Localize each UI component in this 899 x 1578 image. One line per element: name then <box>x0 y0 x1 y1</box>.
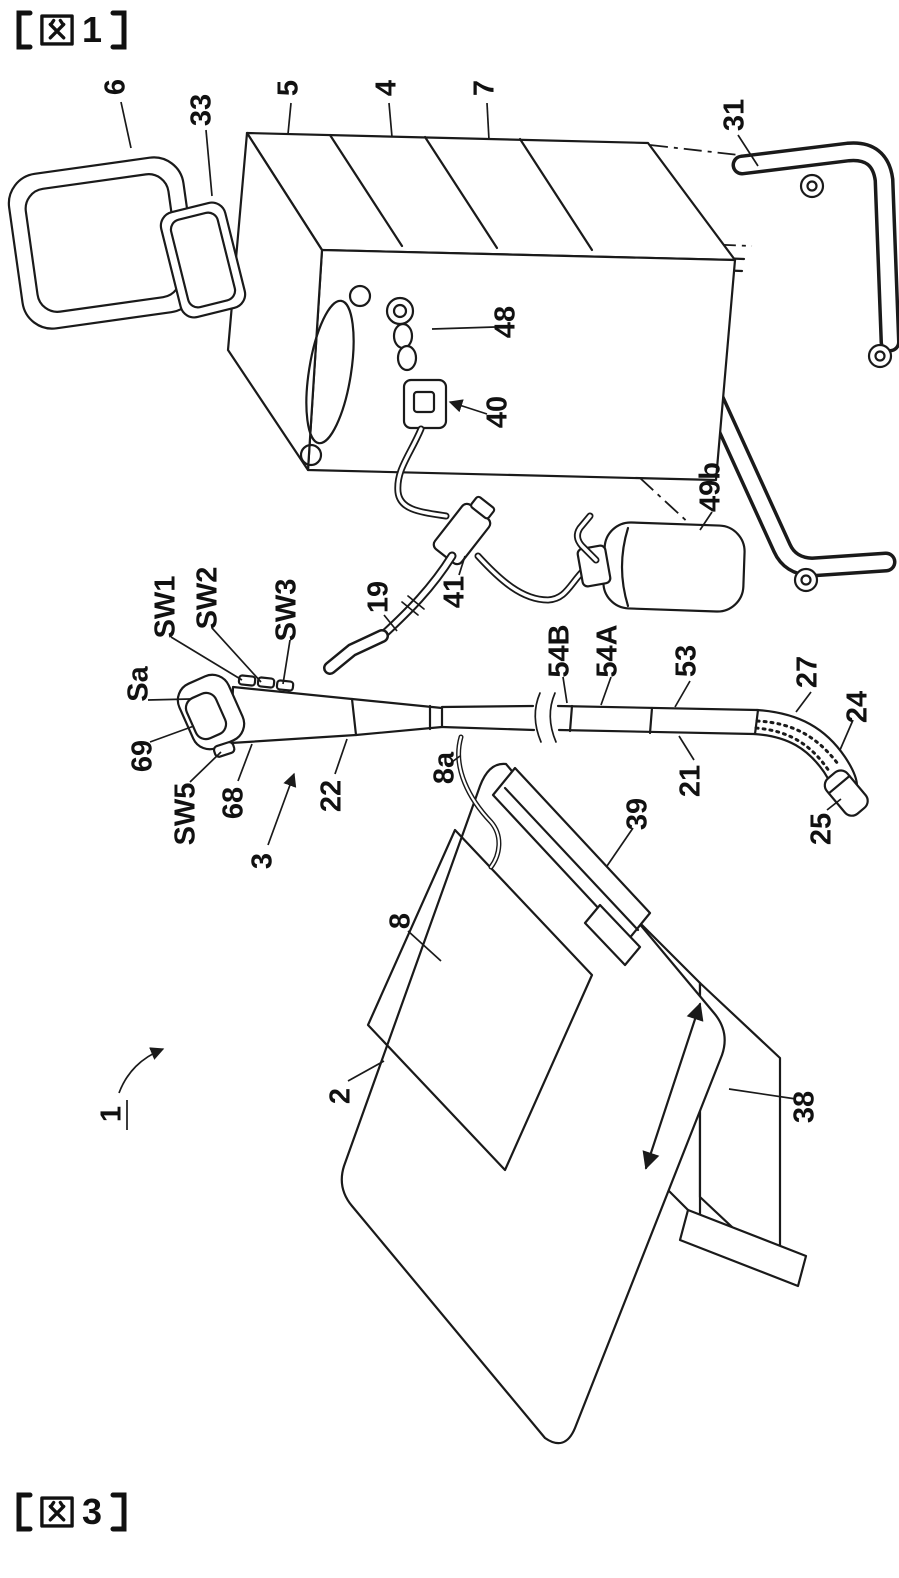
left-bracket-icon <box>16 10 33 50</box>
examination-bed <box>340 762 726 1445</box>
insertion-tube <box>440 692 869 817</box>
reference-labels: 6 33 5 4 7 31 48 40 49b 41 19 SW1 SW2 SW… <box>96 79 874 1123</box>
universal-cord <box>323 425 588 675</box>
leader-lines <box>118 101 854 1130</box>
ref-label-68: 68 <box>218 787 250 819</box>
sub-monitor <box>159 201 247 319</box>
ref-label-sw1: SW1 <box>150 576 182 639</box>
tube-8a <box>456 734 502 870</box>
kanji-zu-icon <box>40 14 74 46</box>
figure-3-title: 3 <box>14 1490 129 1534</box>
switch-sw3 <box>275 679 295 692</box>
kanji-zu-icon <box>40 1496 74 1528</box>
ref-label-54a: 54A <box>592 624 624 677</box>
ref-label-sa: Sa <box>123 665 155 701</box>
figure-3-number: 3 <box>82 1491 104 1532</box>
ref-label-6: 6 <box>100 79 132 95</box>
ref-label-33: 33 <box>186 94 218 126</box>
caster-wheels <box>793 173 893 593</box>
ref-label-sw3: SW3 <box>271 579 303 642</box>
scope-connector <box>432 495 496 566</box>
vent-slots <box>299 284 372 467</box>
distal-tip <box>823 769 869 817</box>
bed-motion-arrow <box>642 1002 704 1170</box>
ref-label-5: 5 <box>273 80 305 96</box>
ref-label-25: 25 <box>806 813 838 845</box>
ref-label-1: 1 <box>96 1106 128 1122</box>
ref-label-27: 27 <box>792 656 824 688</box>
connector-socket <box>385 296 448 430</box>
bed-side-rail <box>491 766 652 967</box>
figure-1-title: 1 <box>14 8 129 52</box>
mattress-hatch <box>366 828 594 1172</box>
ref-label-3: 3 <box>247 853 279 869</box>
ref-label-19: 19 <box>363 581 395 613</box>
ref-label-39: 39 <box>622 798 654 830</box>
ref-label-21: 21 <box>675 765 707 797</box>
ref-label-24: 24 <box>842 691 874 723</box>
right-bracket-icon <box>110 1492 127 1532</box>
switch-sw1 <box>237 674 257 687</box>
ref-label-sw2: SW2 <box>192 567 224 630</box>
ref-label-8a: 8a <box>429 751 461 784</box>
figure-1-number: 1 <box>82 9 104 50</box>
ref-label-53: 53 <box>671 645 703 677</box>
ref-label-22: 22 <box>316 780 348 812</box>
ref-label-8: 8 <box>385 913 417 929</box>
break-mark <box>534 692 542 743</box>
ref-label-31: 31 <box>719 99 751 131</box>
endoscope-handle <box>176 673 444 758</box>
transducer-window <box>184 691 228 741</box>
ref-label-2: 2 <box>325 1088 357 1104</box>
left-bracket-icon <box>16 1492 33 1532</box>
ref-label-7: 7 <box>469 80 501 96</box>
ref-label-54b: 54B <box>544 624 576 677</box>
ref-label-49b: 49b <box>695 462 727 512</box>
cart-frame <box>689 141 899 593</box>
ref-label-38: 38 <box>789 1091 821 1123</box>
ref-label-40: 40 <box>482 396 514 428</box>
ref-label-sw5: SW5 <box>170 783 202 846</box>
break-mark <box>549 692 557 743</box>
ref-label-48: 48 <box>490 306 522 338</box>
water-bottle <box>573 512 746 613</box>
ref-label-4: 4 <box>371 80 403 96</box>
switch-sw2 <box>256 676 276 689</box>
ref-label-41: 41 <box>439 576 471 608</box>
ref-label-69: 69 <box>127 740 159 772</box>
right-bracket-icon <box>110 10 127 50</box>
